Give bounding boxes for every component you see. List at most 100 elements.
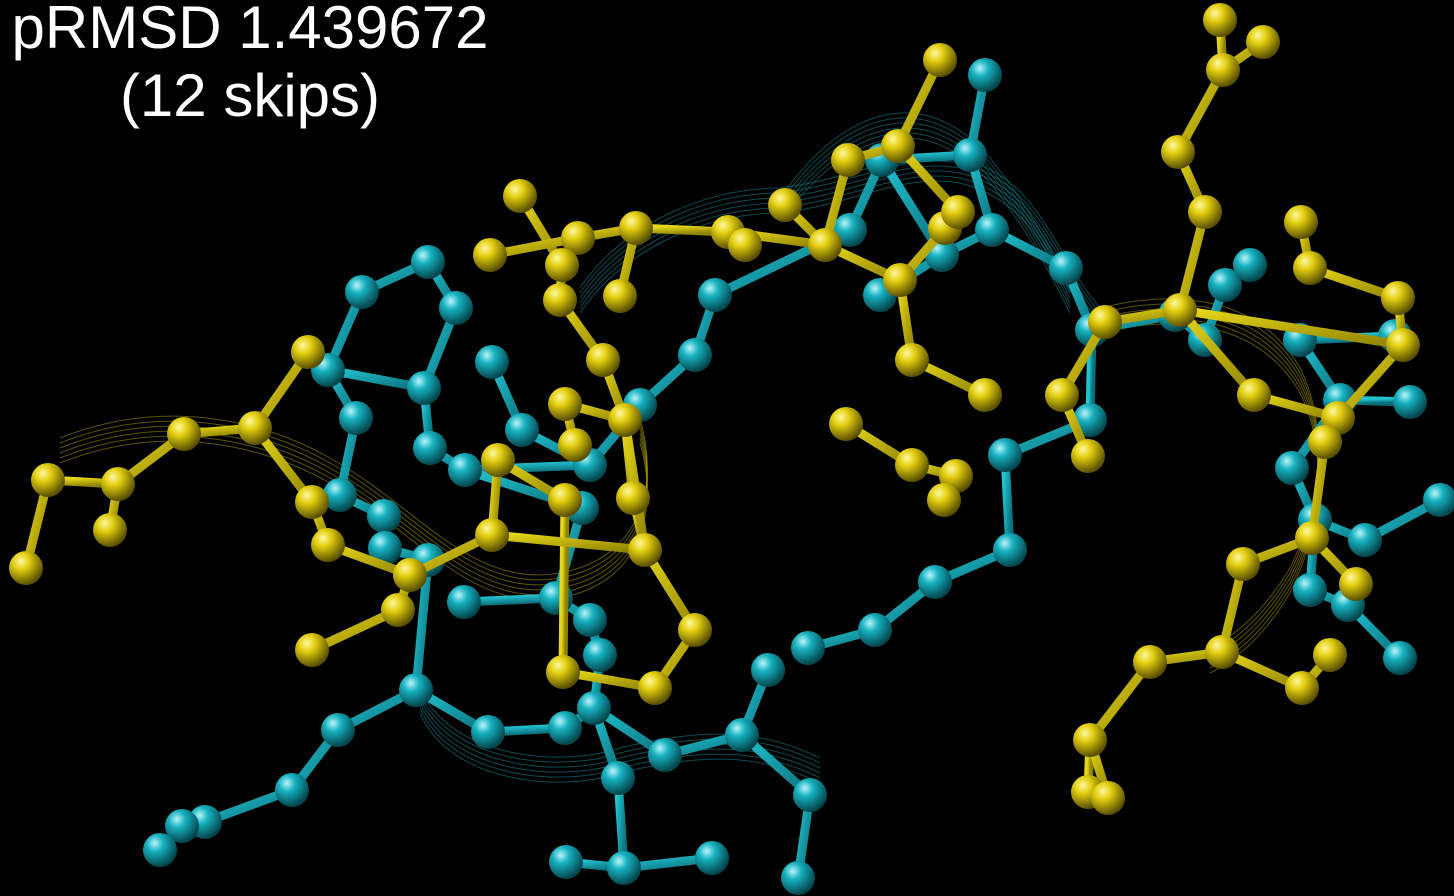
- atom-sphere: [31, 463, 65, 497]
- atom-sphere: [781, 861, 815, 895]
- atom-sphere: [678, 613, 712, 647]
- atom-sphere: [968, 378, 1002, 412]
- atom-sphere: [638, 671, 672, 705]
- ribbon-trace: [1099, 323, 1319, 674]
- atom-sphere: [927, 483, 961, 517]
- atom-sphere: [481, 443, 515, 477]
- atom-sphere: [953, 138, 987, 172]
- atom-sphere: [941, 195, 975, 229]
- atom-sphere: [548, 711, 582, 745]
- atom-sphere: [275, 773, 309, 807]
- atom-sphere: [698, 278, 732, 312]
- atom-sphere: [413, 431, 447, 465]
- atom-sphere: [895, 343, 929, 377]
- atom-sphere: [448, 453, 482, 487]
- atom-sphere: [1161, 135, 1195, 169]
- atom-sphere: [323, 478, 357, 512]
- atom-sphere: [238, 411, 272, 445]
- ribbon-trace: [419, 692, 821, 764]
- atom-sphere: [975, 213, 1009, 247]
- atom-sphere: [93, 513, 127, 547]
- atom-sphere: [881, 129, 915, 163]
- atom-sphere: [586, 343, 620, 377]
- atom-sphere: [1423, 483, 1454, 517]
- atom-sphere: [751, 653, 785, 687]
- atom-sphere: [558, 428, 592, 462]
- atom-sphere: [793, 778, 827, 812]
- atom-sphere: [988, 438, 1022, 472]
- ribbon-trace: [59, 420, 648, 581]
- rmsd-caption: pRMSD 1.439672 (12 skips): [0, 0, 540, 130]
- atom-sphere: [1308, 425, 1342, 459]
- rmsd-value-label: pRMSD 1.439672: [11, 0, 489, 61]
- atom-sphere: [1381, 281, 1415, 315]
- atom-sphere: [1049, 251, 1083, 285]
- atom-sphere: [1284, 205, 1318, 239]
- bond-stick: [558, 495, 570, 677]
- atom-sphere: [728, 228, 762, 262]
- atom-sphere: [143, 833, 177, 867]
- atom-sphere: [439, 291, 473, 325]
- atom-sphere: [648, 738, 682, 772]
- atom-sphere: [619, 211, 653, 245]
- atom-sphere: [883, 263, 917, 297]
- atom-sphere: [831, 143, 865, 177]
- atom-sphere: [167, 417, 201, 451]
- atom-sphere: [291, 335, 325, 369]
- atom-sphere: [808, 228, 842, 262]
- atom-sphere: [339, 401, 373, 435]
- atom-sphere: [505, 413, 539, 447]
- atom-sphere: [583, 638, 617, 672]
- atom-sphere: [695, 841, 729, 875]
- atom-sphere: [367, 499, 401, 533]
- atom-sphere: [475, 518, 509, 552]
- ribbon-trace: [779, 122, 1071, 299]
- atom-sphere: [1313, 638, 1347, 672]
- atom-sphere: [1383, 641, 1417, 675]
- ribbon-trace: [579, 180, 1101, 334]
- atom-sphere: [1073, 403, 1107, 437]
- atom-sphere: [603, 279, 637, 313]
- atom-sphere: [1188, 195, 1222, 229]
- atom-sphere: [1275, 451, 1309, 485]
- atom-sphere: [608, 403, 642, 437]
- ribbon-trace: [579, 175, 1101, 329]
- atom-sphere: [1073, 723, 1107, 757]
- atom-sphere: [345, 275, 379, 309]
- atom-sphere: [546, 655, 580, 689]
- bond-stick: [1175, 305, 1408, 350]
- atom-sphere: [678, 338, 712, 372]
- atom-sphere: [101, 467, 135, 501]
- atom-sphere: [791, 631, 825, 665]
- atom-sphere: [1045, 378, 1079, 412]
- atom-sphere: [923, 43, 957, 77]
- atom-sphere: [295, 633, 329, 667]
- atom-sphere: [503, 179, 537, 213]
- atom-sphere: [1205, 635, 1239, 669]
- atom-sphere: [607, 851, 641, 885]
- atom-sphere: [9, 551, 43, 585]
- atom-sphere: [165, 809, 199, 843]
- atom-sphere: [601, 761, 635, 795]
- atom-sphere: [1246, 25, 1280, 59]
- atom-sphere: [918, 565, 952, 599]
- atom-sphere: [545, 248, 579, 282]
- atom-sphere: [549, 845, 583, 879]
- atom-sphere: [1071, 439, 1105, 473]
- atom-sphere: [628, 533, 662, 567]
- atom-sphere: [321, 713, 355, 747]
- atom-sphere: [1088, 305, 1122, 339]
- atom-sphere: [381, 593, 415, 627]
- atom-sphere: [311, 528, 345, 562]
- atom-sphere: [895, 448, 929, 482]
- atom-sphere: [368, 531, 402, 565]
- ribbon-trace: [419, 687, 821, 759]
- atom-sphere: [473, 238, 507, 272]
- atom-sphere: [1293, 573, 1327, 607]
- atom-sphere: [577, 691, 611, 725]
- atom-sphere: [1208, 268, 1242, 302]
- atom-sphere: [1285, 671, 1319, 705]
- atom-sphere: [968, 58, 1002, 92]
